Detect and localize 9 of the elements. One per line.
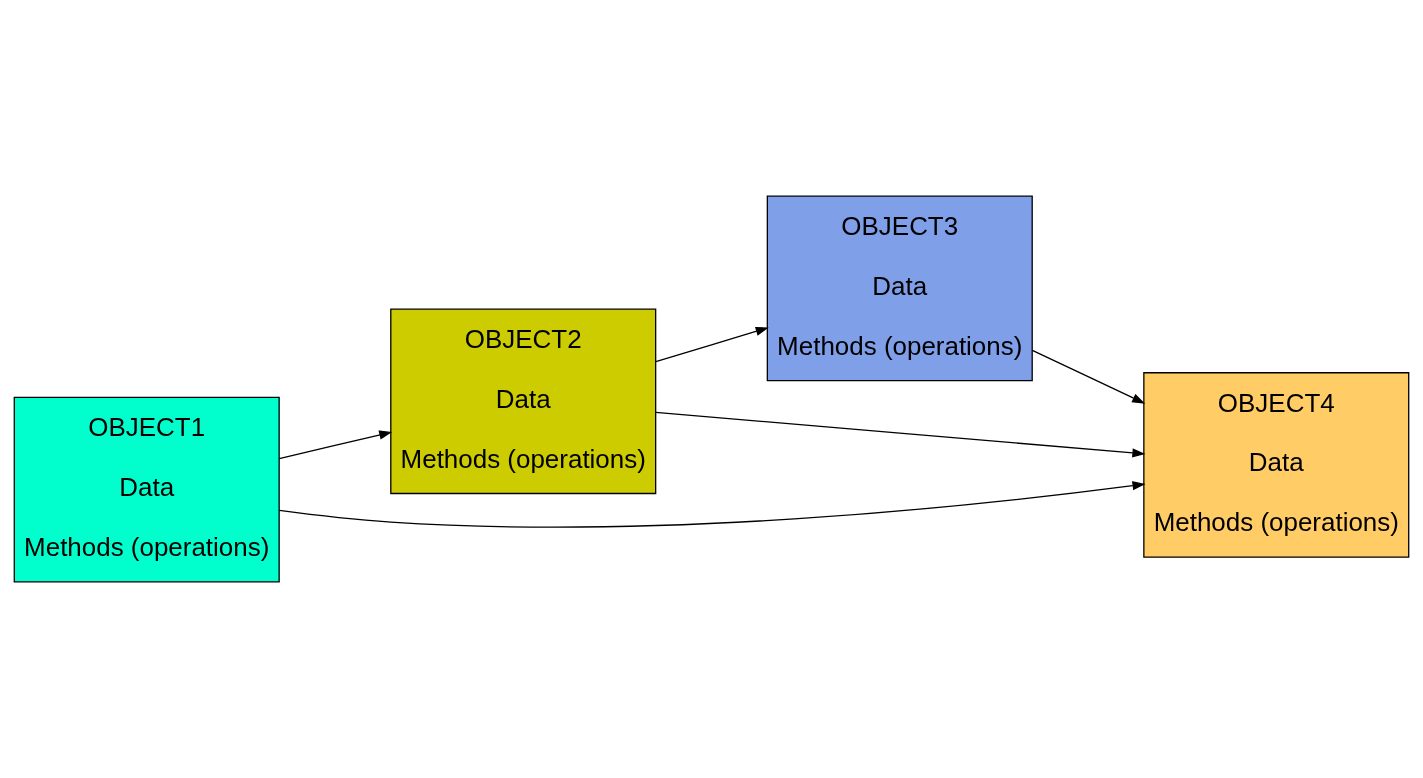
arrow <box>278 430 393 460</box>
node-box: OBJECT4 Data Methods (operations) <box>1143 372 1410 558</box>
arrow <box>655 327 769 363</box>
node-box: OBJECT2 Data Methods (operations) <box>390 308 657 495</box>
arrow <box>655 411 1146 458</box>
node-box: OBJECT1 Data Methods (operations) <box>13 396 280 583</box>
node-box: OBJECT3 Data Methods (operations) <box>766 195 1033 382</box>
arrow <box>1031 349 1146 404</box>
arrow <box>278 481 1146 528</box>
